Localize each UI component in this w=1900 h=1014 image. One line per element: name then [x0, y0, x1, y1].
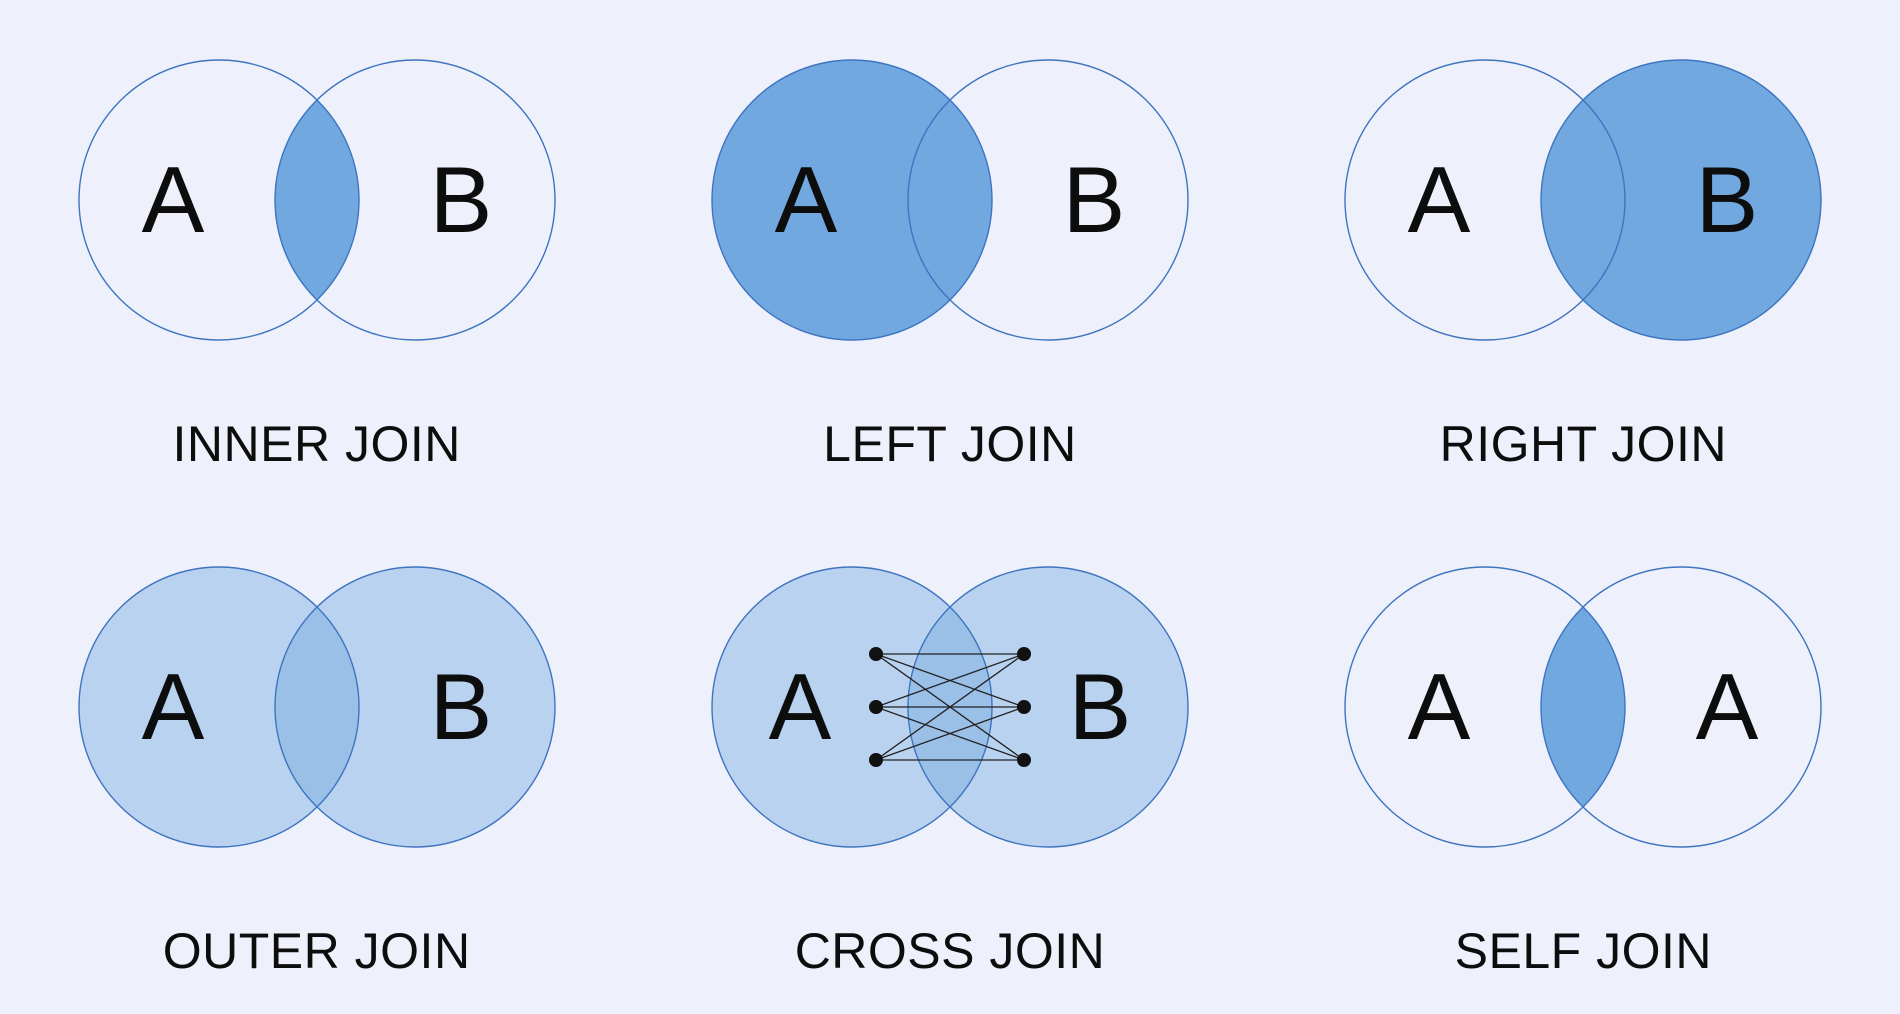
diagram-label: RIGHT JOIN [1439, 416, 1728, 472]
left-circle [77, 59, 360, 341]
inner-join-venn: A B [77, 59, 556, 341]
left-circle [1344, 59, 1627, 341]
right-circle-letter: B [1696, 147, 1759, 252]
left-circle-letter: A [1408, 654, 1471, 759]
cross-join-venn: A B [711, 566, 1189, 848]
right-circle [1540, 566, 1823, 848]
left-circle-fill [711, 567, 992, 847]
venn-diagram-outer-join: A B OUTER JOIN [0, 507, 633, 1014]
venn-diagram-self-join: A A SELF JOIN [1267, 507, 1900, 1014]
diagram-label: SELF JOIN [1454, 923, 1712, 979]
cross-connection-dots [868, 647, 1031, 767]
row-dot [868, 647, 883, 661]
row-dot [868, 700, 883, 714]
right-circle [273, 59, 556, 341]
right-circle [907, 59, 1189, 341]
left-circle-letter: A [769, 654, 832, 759]
venn-diagram-left-join: A B LEFT JOIN [633, 0, 1266, 507]
left-circle-letter: A [141, 147, 204, 252]
diagram-label: INNER JOIN [172, 416, 461, 472]
diagram-label: CROSS JOIN [794, 923, 1106, 979]
row-dot [1016, 647, 1031, 661]
right-circle-fill [1541, 60, 1822, 340]
venn-diagram-inner-join: A B INNER JOIN [0, 0, 633, 507]
connector-line [875, 653, 1025, 708]
right-circle-fill [907, 567, 1188, 847]
cross-connection-lines [875, 653, 1025, 761]
right-circle-fill [274, 567, 555, 847]
right-circle [1540, 59, 1823, 341]
left-circle [1344, 566, 1627, 848]
connector-line [875, 706, 1025, 761]
outer-join-venn: A B [77, 566, 556, 848]
left-circle-letter: A [1408, 147, 1471, 252]
left-circle-letter: A [775, 147, 838, 252]
row-dot [1016, 753, 1031, 767]
right-join-venn: A B [1344, 59, 1823, 341]
left-circle-letter: A [141, 654, 204, 759]
left-circle-fill [711, 60, 992, 340]
diagram-label: OUTER JOIN [162, 923, 471, 979]
venn-diagram-cross-join: A B CROSS JOIN [633, 507, 1266, 1014]
right-circle-letter: B [429, 147, 492, 252]
right-circle-letter: B [429, 654, 492, 759]
intersection-region [1541, 567, 1626, 847]
diagram-label: LEFT JOIN [823, 416, 1077, 472]
self-join-venn: A A [1344, 566, 1823, 848]
row-dot [868, 753, 883, 767]
row-dot [1016, 700, 1031, 714]
venn-diagram-right-join: A B RIGHT JOIN [1267, 0, 1900, 507]
left-circle-fill [78, 567, 359, 847]
left-circle [711, 59, 993, 341]
right-circle-letter: B [1063, 147, 1126, 252]
intersection-region [274, 60, 359, 340]
right-circle [273, 566, 556, 848]
left-circle [77, 566, 360, 848]
right-circle-letter: A [1696, 654, 1759, 759]
left-join-venn: A B [711, 59, 1189, 341]
connector-line [875, 653, 1025, 761]
right-circle-letter: B [1069, 654, 1132, 759]
